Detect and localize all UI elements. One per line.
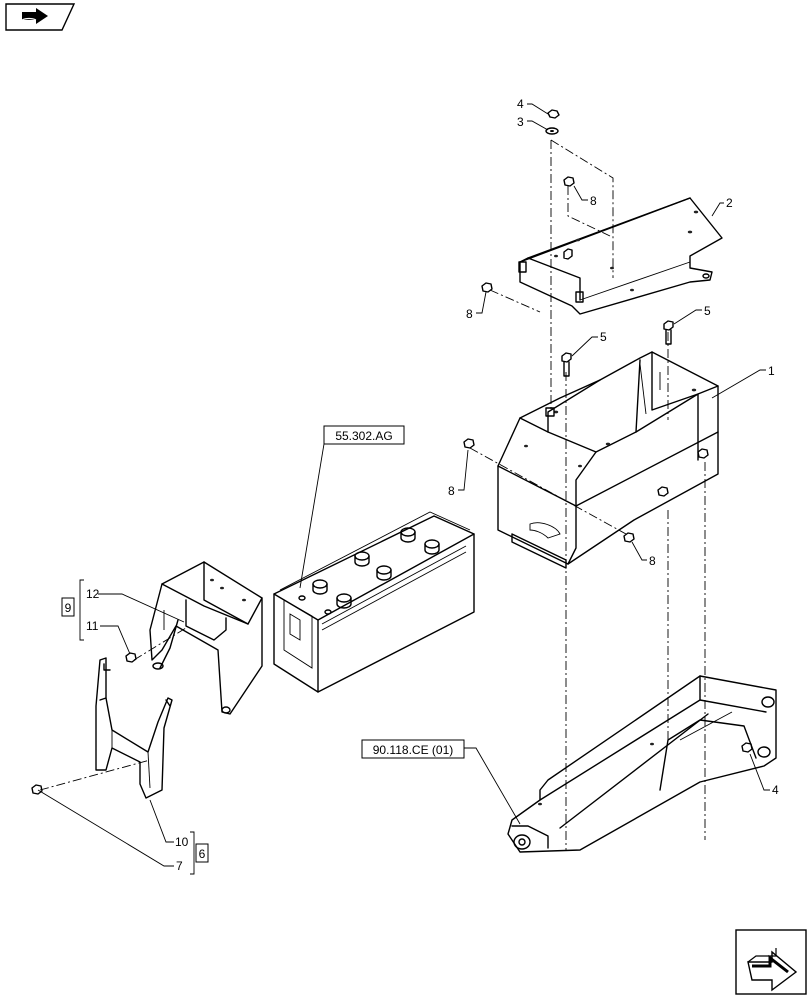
callout-4-frame: 4 — [772, 783, 779, 797]
bolt-8-top — [563, 176, 575, 187]
callout-8-left-bracket: 8 — [466, 307, 473, 321]
callout-5-left: 5 — [600, 330, 607, 344]
battery-ref-label: 55.302.AG — [335, 429, 392, 443]
frame-ref-box[interactable]: 90.118.CE (01) — [361, 739, 465, 759]
top-bracket-plate — [518, 197, 723, 315]
callout-9: 9 — [65, 601, 72, 615]
nut-8-left — [481, 282, 493, 293]
battery — [273, 511, 475, 693]
bolt-5-right — [663, 320, 674, 345]
callout-12: 12 — [86, 587, 100, 601]
nut-8-box-left — [463, 438, 475, 449]
battery-terminals — [298, 527, 440, 615]
callout-1: 1 — [768, 364, 775, 378]
callout-11: 11 — [86, 619, 99, 633]
centerline-left-8 — [489, 289, 541, 313]
callout-7: 7 — [176, 859, 183, 873]
callout-6: 6 — [199, 847, 206, 861]
callout-3: 3 — [517, 115, 524, 129]
centerline-nut-7 — [39, 759, 151, 791]
support-frame — [507, 675, 777, 853]
centerline-bolt-8 — [567, 186, 611, 237]
nut-7 — [31, 784, 43, 795]
clamp-bracket — [95, 657, 173, 799]
next-page-arrow-icon[interactable] — [735, 929, 807, 995]
callout-8-box-bottom: 8 — [649, 554, 656, 568]
hold-down-cover — [149, 561, 263, 715]
callout-8-top: 8 — [590, 194, 597, 208]
callout-box-9: 9 — [61, 597, 75, 617]
top-nut-washer — [545, 109, 560, 135]
battery-ref-box[interactable]: 55.302.AG — [323, 425, 405, 445]
callout-10: 10 — [175, 835, 189, 849]
callout-box-6: 6 — [195, 843, 209, 863]
nut-11 — [125, 652, 137, 663]
callout-8-box-left: 8 — [448, 484, 455, 498]
bolt-5-left — [561, 352, 572, 377]
callout-2: 2 — [726, 196, 733, 210]
battery-box — [497, 351, 719, 569]
frame-ref-label: 90.118.CE (01) — [373, 743, 454, 757]
centerline-step — [550, 139, 614, 278]
centerline-nut-11 — [133, 627, 187, 661]
callout-5-right: 5 — [704, 304, 711, 318]
callout-4-top: 4 — [517, 97, 524, 111]
book-arrow-icon[interactable] — [5, 3, 76, 31]
nut-8-box-bottom — [623, 532, 635, 543]
